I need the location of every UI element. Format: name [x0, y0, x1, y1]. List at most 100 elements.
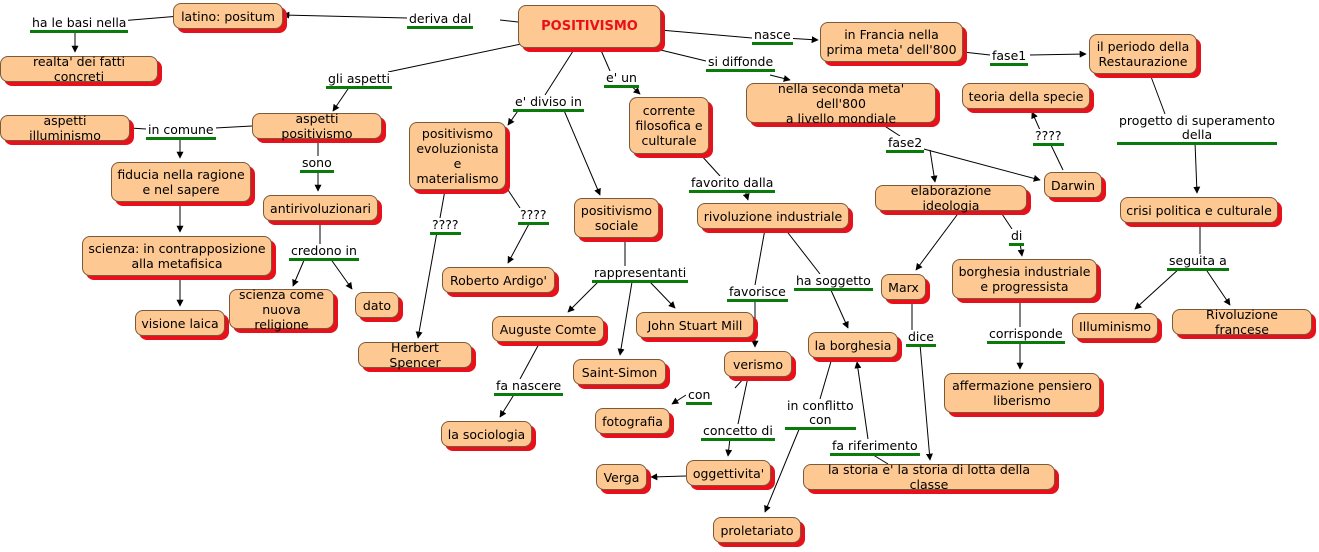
- link-qqqq-1: ????: [430, 218, 461, 235]
- link-progetto: progetto di superamento della: [1117, 114, 1278, 145]
- link-gli-aspetti: gli aspetti: [326, 72, 392, 89]
- node-scienza-religione[interactable]: scienza come nuova religione: [229, 287, 334, 332]
- connector-line: [879, 122, 901, 137]
- connector-line: [929, 149, 938, 183]
- node-fiducia[interactable]: fiducia nella ragione e nel sapere: [111, 162, 251, 202]
- node-saint-simon[interactable]: Saint-Simon: [573, 359, 666, 385]
- connector-line: [829, 287, 849, 329]
- connector-line: [1029, 50, 1087, 58]
- node-la-sociologia[interactable]: la sociologia: [441, 421, 532, 447]
- link-ha-le-basi-nella: ha le basi nella: [30, 16, 129, 33]
- node-aspetti-positivismo[interactable]: aspetti positivismo: [252, 111, 382, 141]
- node-corrente-filosofica[interactable]: corrente filosofica e culturale: [629, 97, 709, 154]
- connector-line: [507, 221, 531, 264]
- link-favorito-dalla: favorito dalla: [689, 176, 776, 193]
- node-francia[interactable]: in Francia nella prima meta' dell'800: [820, 22, 963, 62]
- connector-line: [599, 47, 611, 72]
- node-roberto-ardigo[interactable]: Roberto Ardigo': [442, 267, 555, 293]
- node-seconda-meta[interactable]: nella seconda meta' dell'800 a livello m…: [746, 81, 936, 126]
- node-verga[interactable]: Verga: [596, 464, 647, 490]
- link-corrisponde: corrisponde: [987, 327, 1065, 344]
- link-fase1: fase1: [990, 49, 1029, 66]
- connector-line: [754, 228, 766, 286]
- connector-line: [769, 74, 791, 82]
- link-con: con: [686, 388, 713, 405]
- node-auguste-comte[interactable]: Auguste Comte: [492, 316, 604, 342]
- connector-line: [1049, 142, 1064, 171]
- connector-line: [764, 426, 801, 513]
- connector-line: [439, 189, 446, 219]
- connector-line: [915, 210, 961, 271]
- node-aspetti-illuminismo[interactable]: aspetti illuminismo: [0, 113, 130, 143]
- node-storia-lotta[interactable]: la storia e' la storia di lotta della cl…: [803, 462, 1055, 492]
- connector-line: [962, 51, 991, 56]
- node-pos-evoluzionista[interactable]: positivismo evoluzionista e materialismo: [409, 122, 506, 190]
- connector-line: [292, 257, 306, 287]
- connector-line: [734, 376, 746, 389]
- connector-line: [737, 376, 749, 425]
- node-rivoluzione-industriale[interactable]: rivoluzione industriale: [697, 203, 849, 229]
- link-credono-in: credono in: [289, 244, 359, 261]
- connector-line: [329, 257, 353, 290]
- node-darwin[interactable]: Darwin: [1044, 172, 1102, 198]
- link-in-comune: in comune: [146, 123, 216, 140]
- node-proletariato[interactable]: proletariato: [713, 517, 801, 543]
- node-john-stuart-mill[interactable]: John Stuart Mill: [636, 312, 754, 338]
- node-illuminismo[interactable]: Illuminismo: [1072, 313, 1158, 339]
- connector-line: [387, 39, 541, 73]
- link-favorisce: favorisce: [727, 285, 788, 302]
- node-teoria-specie[interactable]: teoria della specie: [962, 83, 1090, 109]
- connector-line: [119, 15, 181, 22]
- node-visione-laica[interactable]: visione laica: [135, 310, 225, 336]
- node-latino-positum[interactable]: latino: positum: [173, 3, 283, 29]
- connector-line: [332, 85, 351, 112]
- node-herbert-spencer[interactable]: Herbert Spencer: [358, 340, 472, 370]
- connector-line: [854, 361, 869, 440]
- node-restaurazione[interactable]: il periodo della Restaurazione: [1089, 34, 1197, 74]
- link-nasce: nasce: [752, 28, 793, 45]
- link-concetto-di: concetto di: [701, 424, 775, 441]
- connector-line: [562, 107, 601, 196]
- node-verismo[interactable]: verismo: [724, 351, 792, 377]
- connector-line: [919, 343, 933, 461]
- node-la-borghesia[interactable]: la borghesia: [808, 332, 898, 358]
- connector-line: [650, 473, 687, 481]
- connector-line: [129, 127, 147, 130]
- link-fa-nascere: fa nascere: [494, 379, 564, 396]
- connector-line: [507, 189, 521, 209]
- link-sono: sono: [300, 156, 334, 173]
- link-deriva-dal: deriva dal: [407, 12, 474, 29]
- link-qqqq-2: ????: [518, 208, 549, 225]
- node-affermazione-liberismo[interactable]: affermazione pensiero liberismo: [944, 373, 1100, 413]
- node-pos-sociale[interactable]: positivismo sociale: [574, 198, 659, 238]
- connector-line: [819, 357, 833, 400]
- node-elaborazione-ideologia[interactable]: elaborazione ideologia: [875, 183, 1027, 213]
- connector-line: [699, 153, 721, 177]
- link-fa-riferimento: fa riferimento: [830, 439, 920, 456]
- node-oggettivita[interactable]: oggettivita': [686, 460, 771, 486]
- connector-line: [415, 231, 438, 339]
- node-fotografia[interactable]: fotografia: [595, 408, 670, 434]
- link-dice: dice: [906, 330, 936, 347]
- node-dato[interactable]: dato: [355, 292, 399, 318]
- connector-line: [1193, 141, 1201, 194]
- node-rivoluzione-francese[interactable]: Rivoluzione francese: [1172, 307, 1312, 337]
- node-positivismo[interactable]: POSITIVISMO: [518, 5, 661, 48]
- link-e-diviso-in: e' diviso in: [513, 95, 584, 112]
- node-realta-fatti[interactable]: realta' dei fatti concreti: [0, 54, 158, 84]
- node-crisi-politica[interactable]: crisi politica e culturale: [1120, 197, 1278, 223]
- node-scienza-contrapposizione[interactable]: scienza: in contrapposizione alla metafi…: [82, 236, 272, 276]
- node-antirivoluzionari[interactable]: antirivoluzionari: [263, 195, 378, 221]
- link-e-un: e' un: [604, 71, 639, 88]
- connector-line: [567, 279, 601, 313]
- connector-line: [725, 437, 733, 457]
- node-borghesia-industriale[interactable]: borghesia industriale e progressista: [952, 259, 1097, 299]
- connector-line: [544, 47, 576, 96]
- link-rappresentanti: rappresentanti: [592, 266, 689, 283]
- connector-line: [659, 29, 753, 39]
- node-marx[interactable]: Marx: [881, 274, 926, 300]
- connector-line: [784, 228, 821, 275]
- connector-line: [1134, 267, 1181, 310]
